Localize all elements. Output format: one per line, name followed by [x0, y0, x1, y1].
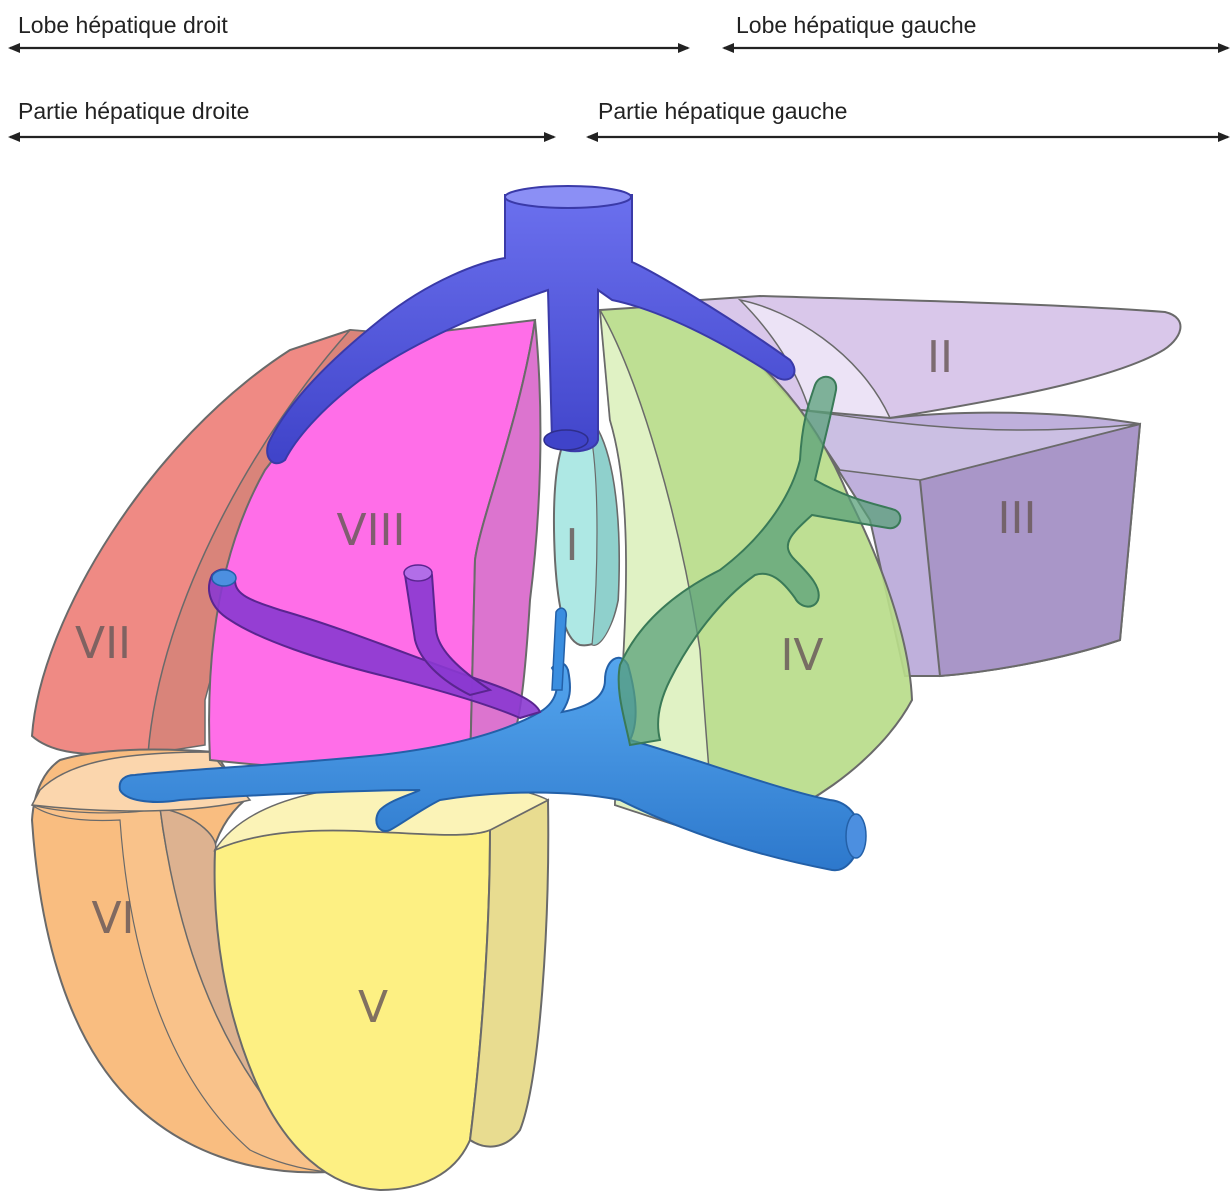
label-segment-II: II	[927, 332, 953, 383]
label-segment-VIII: VIII	[336, 505, 405, 556]
label-segment-VI: VI	[91, 893, 134, 944]
label-segment-IV: IV	[780, 630, 823, 681]
label-segment-III: III	[998, 493, 1037, 544]
label-segment-V: V	[358, 982, 388, 1033]
label-segment-VII: VII	[75, 618, 131, 669]
label-segment-I: I	[566, 520, 579, 571]
